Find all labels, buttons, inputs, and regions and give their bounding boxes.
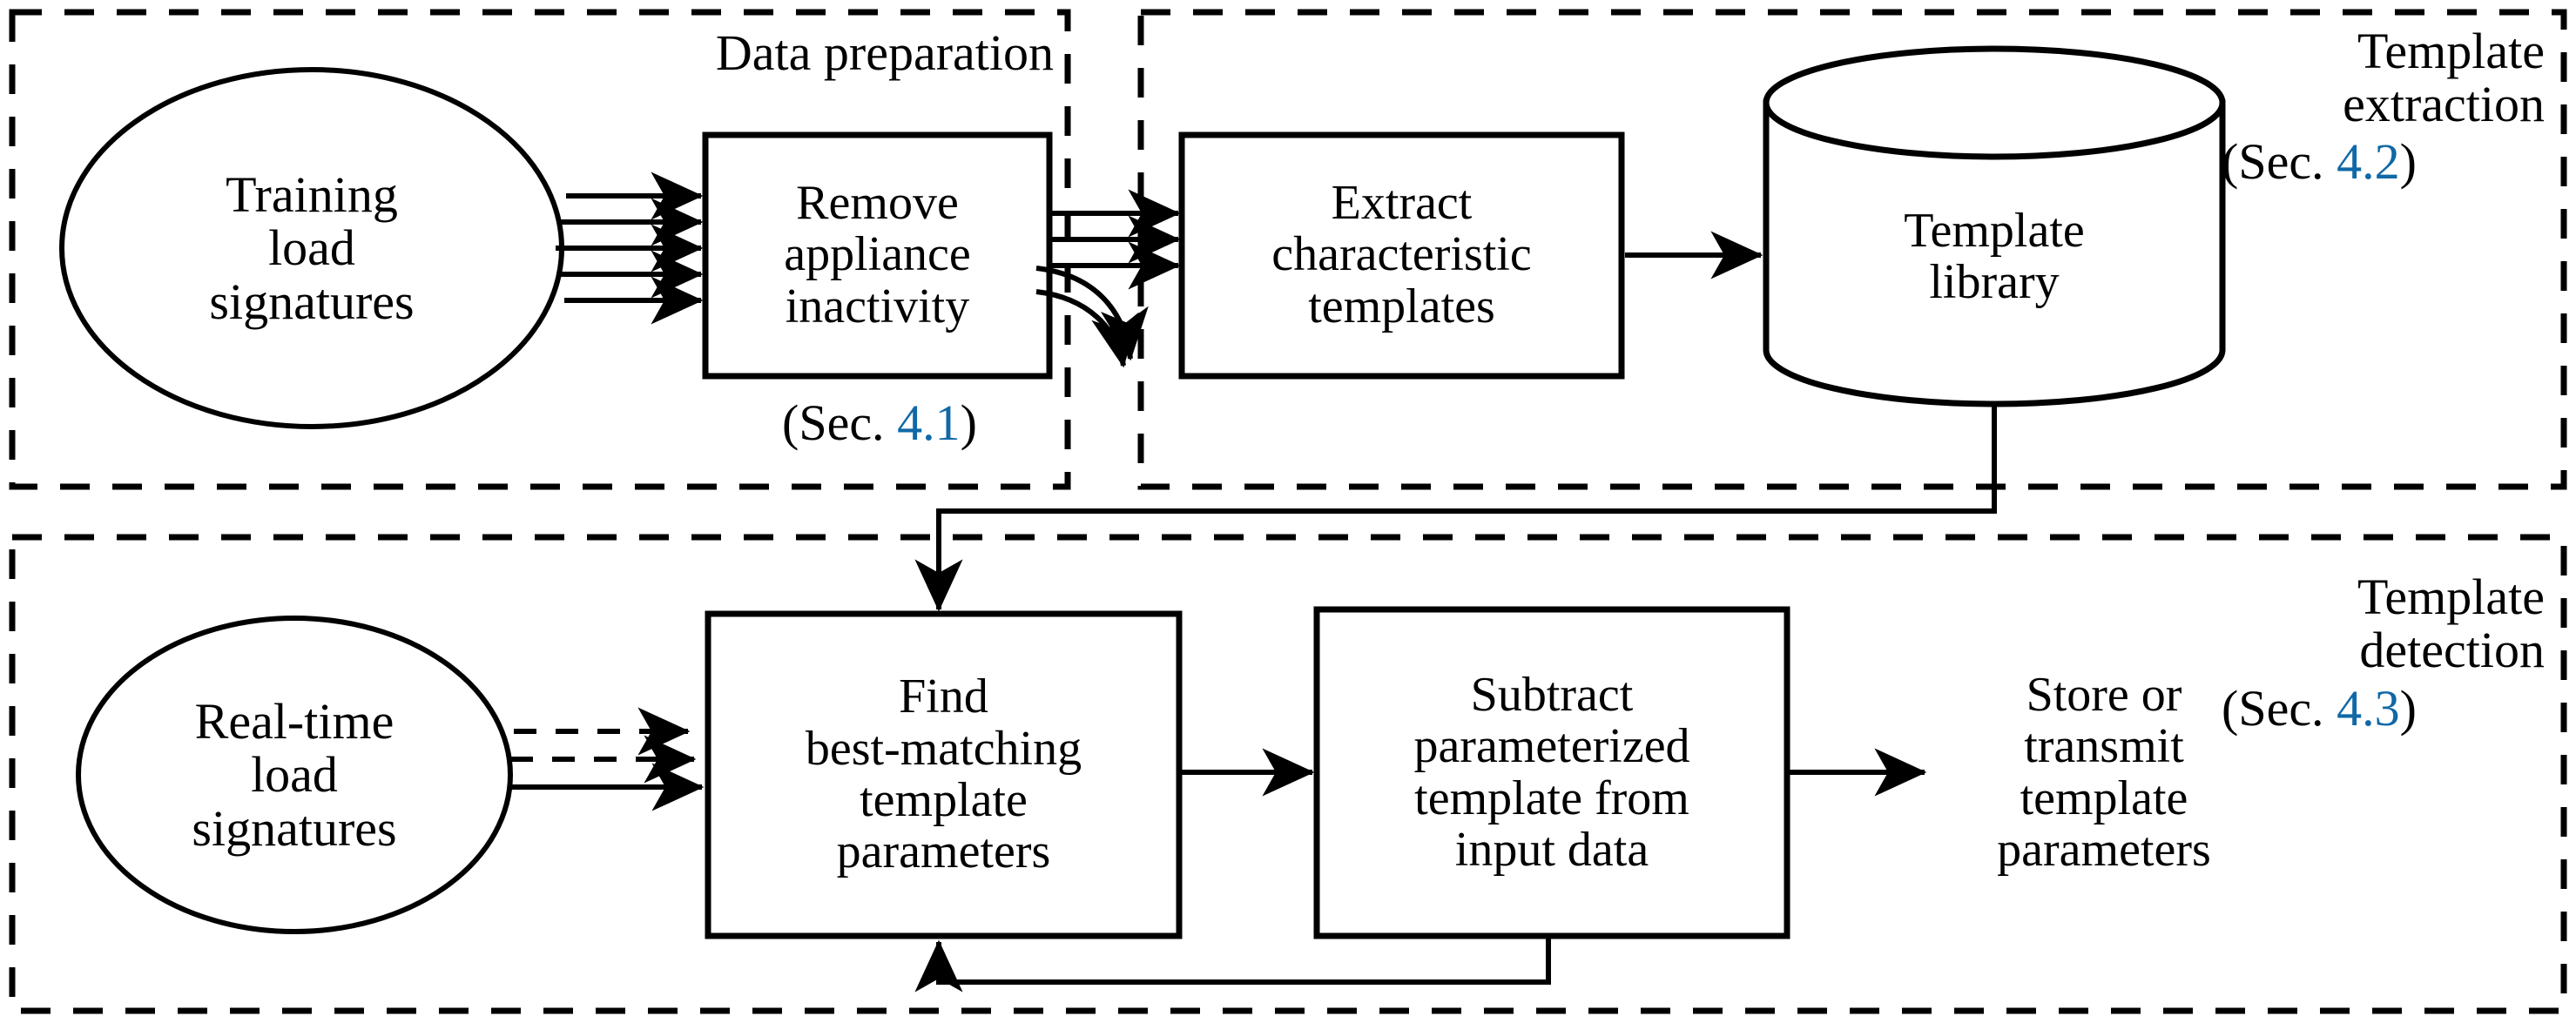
section-ref-suffix-2: )	[2399, 133, 2417, 190]
node-shape-remove-appliance-inactivity[interactable]	[702, 131, 1053, 380]
edge-remove-to-extract	[1052, 189, 1181, 290]
edge-realtime-to-find	[508, 707, 705, 811]
node-shape-template-library[interactable]	[1763, 45, 2226, 407]
section-ref-prefix-2: (Sec.	[2222, 133, 2337, 190]
node-shape-real-time-load-signatures[interactable]	[76, 616, 513, 934]
node-shape-find-best-matching-template-parameters[interactable]	[705, 610, 1183, 939]
section-ref-suffix-1: )	[960, 394, 977, 451]
group-label-template-extraction: Template extraction	[2343, 23, 2545, 133]
group-label-data-preparation: Data preparation	[715, 24, 1054, 81]
section-ref-suffix-3: )	[2399, 680, 2417, 737]
section-number-3[interactable]: 4.3	[2337, 680, 2400, 737]
edge-training-to-remove	[556, 172, 704, 325]
group-label-template-detection: Template detection	[2357, 569, 2545, 679]
edge-subtract-feedback-to-find	[914, 939, 1551, 993]
section-ref-data-preparation: (Sec. 4.1)	[782, 394, 977, 452]
group-boundary-data-preparation	[9, 9, 1071, 490]
section-number-1[interactable]: 4.1	[897, 394, 961, 451]
node-shape-subtract-parameterized-template-from-input-data[interactable]	[1313, 606, 1790, 939]
section-ref-prefix-1: (Sec.	[782, 394, 898, 451]
edge-remove-discard	[1035, 266, 1149, 368]
section-ref-template-detection: (Sec. 4.3)	[2222, 679, 2417, 737]
group-boundary-template-detection	[9, 534, 2567, 1014]
section-ref-prefix-3: (Sec.	[2222, 680, 2337, 737]
section-number-2[interactable]: 4.2	[2337, 133, 2400, 190]
node-shape-extract-characteristic-templates[interactable]	[1178, 131, 1625, 380]
node-shape-training-load-signatures[interactable]	[59, 67, 564, 429]
edge-library-to-find	[914, 402, 1997, 612]
section-ref-template-extraction: (Sec. 4.2)	[2222, 132, 2417, 191]
